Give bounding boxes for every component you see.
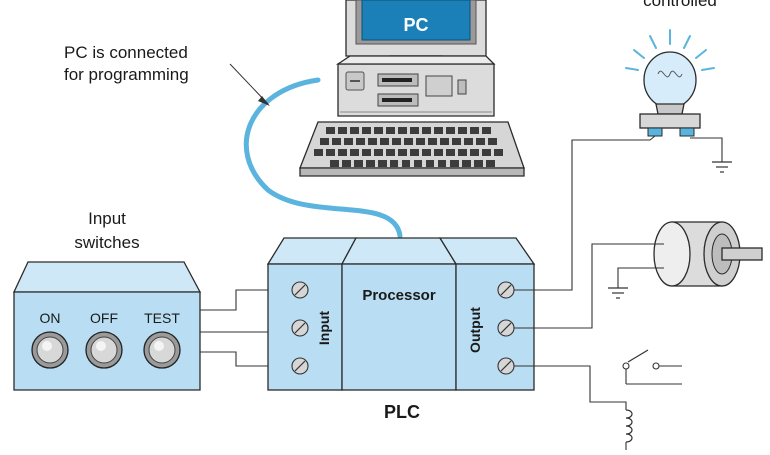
keyboard-key bbox=[356, 138, 365, 145]
keyboard-key bbox=[380, 138, 389, 145]
keyboard-key bbox=[464, 138, 473, 145]
keyboard-key bbox=[398, 149, 407, 156]
keyboard-key bbox=[434, 149, 443, 156]
system-unit bbox=[335, 55, 496, 117]
switch-test-label: TEST bbox=[144, 310, 180, 326]
input-switches-label-line1: Input bbox=[88, 209, 126, 228]
keyboard-key bbox=[354, 160, 363, 167]
input-terminals bbox=[291, 281, 309, 375]
keyboard-key bbox=[470, 149, 479, 156]
keyboard-key bbox=[338, 127, 347, 134]
keyboard-key bbox=[362, 127, 371, 134]
keyboard-key bbox=[326, 127, 335, 134]
keyboard-key bbox=[338, 149, 347, 156]
switch-off-label: OFF bbox=[90, 310, 118, 326]
keyboard-key bbox=[392, 138, 401, 145]
keyboard-key bbox=[476, 138, 485, 145]
keyboard-key bbox=[410, 127, 419, 134]
keyboard-key bbox=[414, 160, 422, 167]
keyboard-key bbox=[344, 138, 353, 145]
keyboard-key bbox=[366, 160, 375, 167]
processor-label: Processor bbox=[362, 287, 436, 304]
keyboard bbox=[299, 121, 525, 177]
keyboard-key bbox=[314, 149, 323, 156]
motor bbox=[653, 221, 763, 287]
keyboard-key bbox=[326, 149, 335, 156]
switch-off-button[interactable] bbox=[85, 331, 123, 369]
keyboard-key bbox=[434, 127, 443, 134]
keyboard-key bbox=[470, 127, 479, 134]
switch-on-button[interactable] bbox=[31, 331, 69, 369]
output-module-label: Output bbox=[467, 307, 483, 353]
keyboard-key bbox=[350, 127, 359, 134]
input-module-label: Input bbox=[316, 311, 332, 346]
controlled-caption: controlled bbox=[643, 0, 717, 10]
switch-test-button[interactable] bbox=[143, 331, 181, 369]
keyboard-key bbox=[320, 138, 329, 145]
keyboard-key bbox=[404, 138, 413, 145]
pc-caption-line2: for programming bbox=[64, 65, 189, 84]
keyboard-key bbox=[458, 149, 467, 156]
keyboard-key bbox=[450, 160, 459, 167]
keyboard-key bbox=[458, 127, 467, 134]
keyboard-key bbox=[374, 127, 383, 134]
pc-screen-label: PC bbox=[403, 15, 428, 35]
plc-output-module bbox=[455, 263, 535, 391]
keyboard-key bbox=[446, 149, 455, 156]
relay-contact bbox=[622, 349, 682, 385]
keyboard-key bbox=[482, 127, 491, 134]
keyboard-key bbox=[422, 127, 431, 134]
keyboard-key bbox=[482, 149, 491, 156]
keyboard-key bbox=[368, 138, 377, 145]
relay-coil bbox=[625, 409, 633, 443]
keyboard-key bbox=[446, 127, 455, 134]
lamp bbox=[625, 29, 715, 137]
output-wiring bbox=[514, 135, 732, 450]
plc-unit: Processor Input Output PLC bbox=[266, 237, 536, 422]
keyboard-key bbox=[330, 160, 339, 167]
keyboard-key bbox=[342, 160, 351, 167]
lamp-base bbox=[639, 113, 701, 129]
input-switch-box: ON OFF TEST bbox=[12, 261, 202, 391]
keyboard-key bbox=[386, 149, 395, 156]
keyboard-key bbox=[462, 160, 471, 167]
switch-on-label: ON bbox=[40, 310, 61, 326]
keyboard-key bbox=[350, 149, 359, 156]
keyboard-key bbox=[488, 138, 497, 145]
keyboard-key bbox=[426, 160, 434, 167]
keyboard-key bbox=[438, 160, 446, 167]
programming-cable bbox=[243, 77, 403, 239]
lamp-bulb bbox=[643, 51, 697, 109]
keyboard-key bbox=[452, 138, 461, 145]
plc-processor-module bbox=[341, 263, 457, 391]
keyboard-key bbox=[416, 138, 425, 145]
personal-computer: PC bbox=[299, 0, 525, 177]
keyboard-key bbox=[398, 127, 407, 134]
monitor-screen bbox=[361, 0, 471, 41]
pc-caption-line1: PC is connected bbox=[64, 43, 188, 62]
keyboard-key bbox=[362, 149, 371, 156]
keyboard-key bbox=[386, 127, 395, 134]
keyboard-key bbox=[402, 160, 410, 167]
keyboard-key bbox=[486, 160, 495, 167]
keyboard-key bbox=[494, 149, 503, 156]
motor-shaft bbox=[721, 247, 763, 261]
keyboard-key bbox=[440, 138, 449, 145]
input-switches-label-line2: switches bbox=[74, 233, 139, 252]
keyboard-key bbox=[428, 138, 437, 145]
plc-label: PLC bbox=[384, 402, 420, 422]
keyboard-key bbox=[410, 149, 419, 156]
keyboard-key bbox=[390, 160, 398, 167]
keyboard-key bbox=[474, 160, 483, 167]
lamp-rays bbox=[625, 29, 715, 71]
keyboard-key bbox=[422, 149, 431, 156]
output-terminals bbox=[497, 281, 515, 375]
keyboard-key bbox=[374, 149, 383, 156]
keyboard-key bbox=[332, 138, 341, 145]
keyboard-key bbox=[378, 160, 387, 167]
